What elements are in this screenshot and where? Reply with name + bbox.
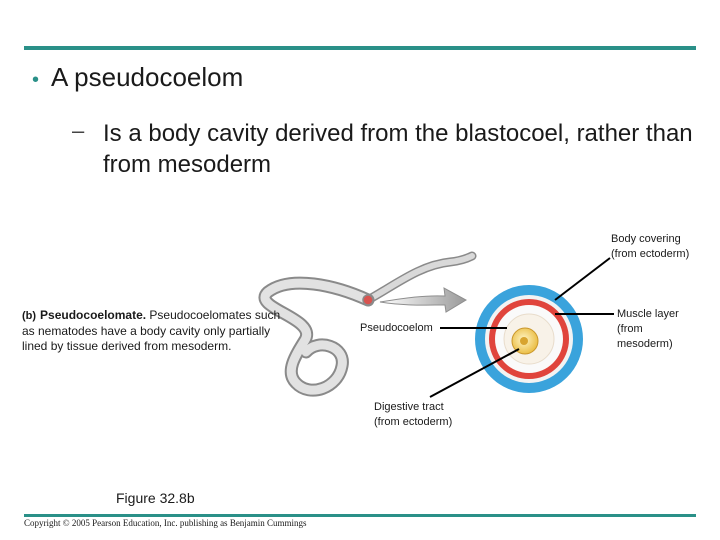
digestive-tract-label-line1: Digestive tract: [374, 401, 444, 413]
muscle-layer-label-line2: (from: [617, 323, 643, 335]
bullet-dot-icon: •: [32, 69, 40, 91]
caption-title: Pseudocoelomate.: [40, 308, 147, 322]
muscle-layer-label-line3: mesoderm): [617, 338, 673, 350]
copyright-notice: Copyright © 2005 Pearson Education, Inc.…: [24, 518, 307, 528]
digestive-tract-label-line2: (from ectoderm): [374, 416, 453, 428]
body-covering-leader: [554, 257, 611, 301]
gut-lumen: [520, 337, 528, 345]
cross-section-diagram: [475, 285, 583, 393]
digestive-tract-leader: [429, 348, 520, 398]
cross-section-arrow: [379, 287, 468, 313]
caption-text: Pseudocoelomates such as nematodes have …: [22, 308, 281, 353]
sub-bullet-dash: –: [72, 118, 85, 143]
footer-rule: [24, 514, 696, 517]
digestive-tract-label: Digestive tract (from ectoderm): [374, 400, 452, 430]
muscle-layer-label-line1: Muscle layer: [617, 308, 679, 320]
caption-label: (b): [22, 310, 37, 322]
body-covering-label-line2: (from ectoderm): [611, 248, 690, 260]
muscle-layer-label: Muscle layer (from mesoderm): [617, 307, 679, 352]
figure-caption: (b)Pseudocoelomate. Pseudocoelomates suc…: [22, 308, 292, 354]
figure-number: Figure 32.8b: [116, 490, 195, 506]
body-covering-label-line1: Body covering: [611, 233, 681, 245]
title-rule: [24, 46, 696, 50]
body-covering-label: Body covering (from ectoderm): [611, 232, 689, 262]
bullet-text: A pseudocoelom: [51, 62, 244, 92]
sub-bullet-text: Is a body cavity derived from the blasto…: [103, 120, 693, 178]
main-bullet: • A pseudocoelom: [32, 60, 243, 97]
pseudocoelom-label: Pseudocoelom: [360, 322, 433, 334]
nematode-worm: [258, 251, 477, 397]
